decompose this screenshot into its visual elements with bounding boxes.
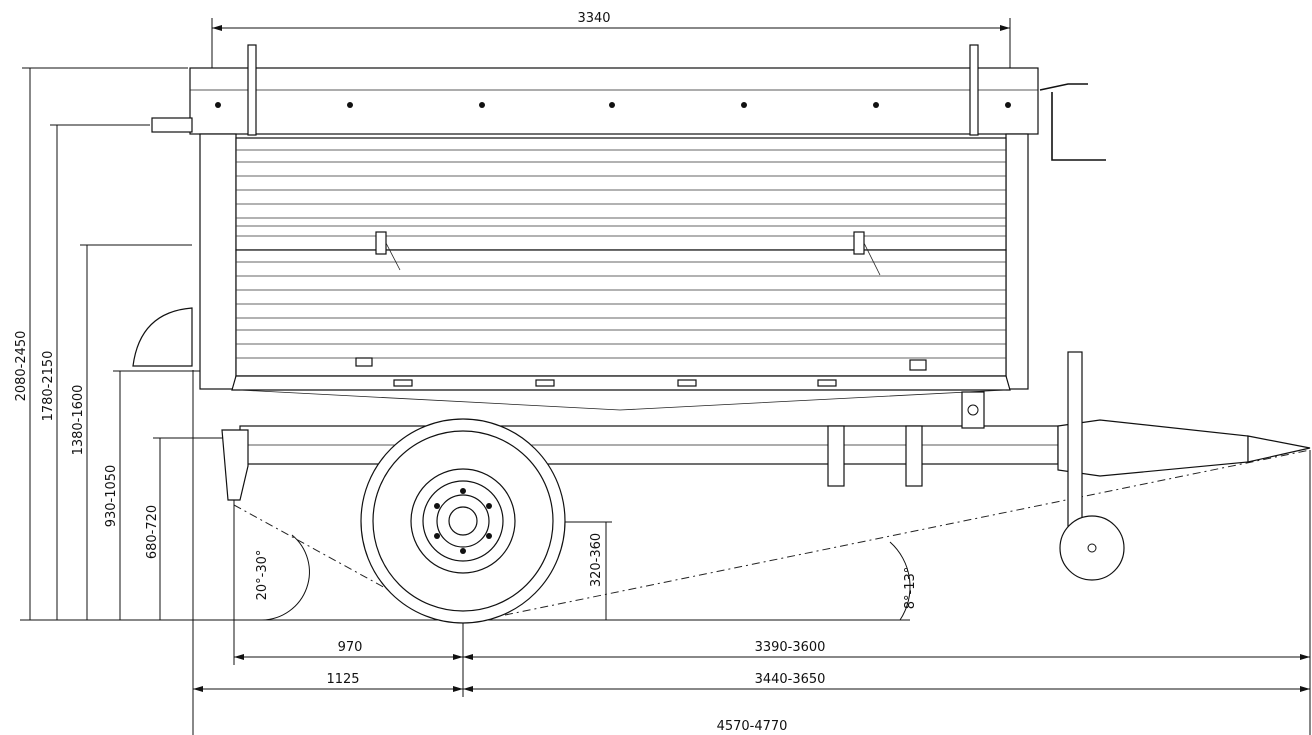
dim-height-upper-board: 1380-1600 (71, 385, 86, 456)
trailer-body (132, 44, 1311, 624)
dim-height-top-edge: 1780-2150 (41, 351, 56, 422)
dim-rear-angle: 20°-30° (255, 550, 270, 601)
dim-rear-overhang-to-axle: 1125 (326, 672, 359, 687)
dim-height-hitch: 680-720 (145, 505, 160, 559)
dim-axle-to-hitch: 3440-3650 (755, 672, 826, 687)
dim-axle-height: 320-360 (589, 533, 604, 587)
dim-rear-to-axle: 970 (338, 640, 363, 655)
dim-axle-to-front: 3390-3600 (755, 640, 826, 655)
dimension-lines (20, 18, 1311, 735)
dim-height-platform: 930-1050 (104, 465, 119, 528)
dim-total-length: 4570-4770 (717, 719, 788, 734)
dim-top-width: 3340 (577, 11, 610, 26)
dim-height-overall: 2080-2450 (14, 331, 29, 402)
dim-front-angle: 8°-13° (903, 567, 918, 610)
